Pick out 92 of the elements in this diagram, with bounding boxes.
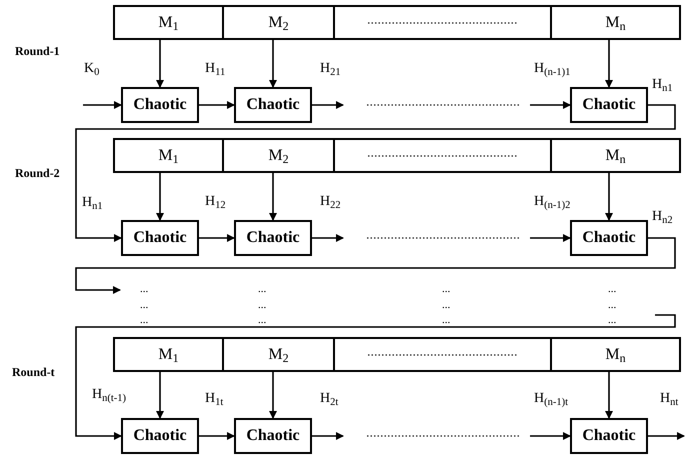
arrow bbox=[75, 314, 676, 440]
arrow bbox=[312, 234, 344, 242]
arrow bbox=[605, 372, 613, 419]
process-box bbox=[121, 418, 199, 454]
arrow bbox=[199, 432, 235, 440]
edge-label: H$_{12}$ bbox=[205, 195, 226, 209]
ellipsis: ... bbox=[258, 315, 266, 326]
round-label: Round-2 bbox=[15, 167, 60, 179]
arrow bbox=[156, 173, 164, 221]
ellipsis: ... bbox=[442, 300, 450, 311]
edge-label: H$_{(n-1)2}$ bbox=[534, 195, 570, 209]
round-label: Round-1 bbox=[15, 45, 60, 57]
edge-label: H$_{21}$ bbox=[320, 62, 341, 76]
message-label: M$_{1}$ bbox=[158, 344, 179, 366]
message-label: M$_{2}$ bbox=[268, 344, 289, 366]
ellipsis: ... bbox=[140, 300, 148, 311]
ellipsis: ... bbox=[608, 300, 616, 311]
edge-label: H$_{nt}$ bbox=[660, 392, 678, 406]
message-label: M$_{2}$ bbox=[268, 146, 289, 168]
arrow bbox=[75, 237, 676, 294]
message-label: M$_{n}$ bbox=[605, 146, 626, 168]
edge-label: H$_{(n-1)t}$ bbox=[534, 392, 568, 406]
arrow bbox=[269, 173, 277, 221]
round-label: Round-t bbox=[12, 366, 55, 378]
ellipsis: ... bbox=[258, 284, 266, 295]
process-label: Chaotic bbox=[246, 95, 300, 115]
process-label: Chaotic bbox=[246, 426, 300, 446]
message-block-cell bbox=[333, 138, 552, 173]
ellipsis: ... bbox=[608, 284, 616, 295]
edge-label: H$_{11}$ bbox=[205, 62, 226, 76]
arrow bbox=[269, 40, 277, 88]
process-label: Chaotic bbox=[582, 95, 636, 115]
arrow bbox=[156, 40, 164, 88]
message-label: M$_{n}$ bbox=[605, 344, 626, 366]
ellipsis: ... bbox=[258, 300, 266, 311]
process-box bbox=[121, 87, 199, 123]
process-box bbox=[570, 87, 648, 123]
process-label: Chaotic bbox=[133, 228, 187, 248]
signal-label: H$_{n1}$ bbox=[82, 196, 103, 210]
ellipsis: ... bbox=[442, 284, 450, 295]
arrow bbox=[199, 101, 235, 109]
arrow bbox=[75, 104, 676, 242]
arrow bbox=[199, 234, 235, 242]
process-box bbox=[121, 220, 199, 256]
message-block-cell bbox=[550, 138, 681, 173]
ellipsis: ... bbox=[140, 284, 148, 295]
message-label: M$_{2}$ bbox=[268, 12, 289, 34]
arrow bbox=[530, 432, 571, 440]
arrow bbox=[530, 234, 571, 242]
process-box bbox=[234, 220, 312, 256]
message-block-cell bbox=[333, 5, 552, 40]
message-block-cell bbox=[113, 138, 224, 173]
edge-label: K$_{0}$ bbox=[84, 62, 100, 76]
message-block-cell bbox=[222, 138, 335, 173]
edge-label: H$_{1t}$ bbox=[205, 392, 224, 406]
arrow bbox=[269, 372, 277, 419]
message-block-cell bbox=[550, 5, 681, 40]
process-box bbox=[234, 418, 312, 454]
arrow bbox=[312, 432, 344, 440]
process-label: Chaotic bbox=[582, 426, 636, 446]
message-label: M$_{n}$ bbox=[605, 12, 626, 34]
edge-label: H$_{n2}$ bbox=[652, 210, 673, 224]
process-box bbox=[570, 220, 648, 256]
arrow bbox=[156, 372, 164, 419]
arrow bbox=[83, 101, 122, 109]
arrow bbox=[648, 432, 685, 440]
process-label: Chaotic bbox=[582, 228, 636, 248]
edge-label: H$_{2t}$ bbox=[320, 392, 338, 406]
message-block-cell bbox=[333, 337, 552, 372]
edge-label: H$_{n1}$ bbox=[652, 78, 673, 92]
arrow bbox=[605, 40, 613, 88]
ellipsis: ... bbox=[140, 315, 148, 326]
ellipsis: ... bbox=[442, 315, 450, 326]
message-block-cell bbox=[222, 337, 335, 372]
message-block-cell bbox=[113, 337, 224, 372]
arrow bbox=[605, 173, 613, 221]
arrow bbox=[530, 101, 571, 109]
message-block-cell bbox=[113, 5, 224, 40]
message-block-cell bbox=[222, 5, 335, 40]
edge-label: H$_{(n-1)1}$ bbox=[534, 62, 570, 76]
process-label: Chaotic bbox=[133, 426, 187, 446]
message-label: M$_{1}$ bbox=[158, 12, 179, 34]
process-box bbox=[234, 87, 312, 123]
ellipsis: ... bbox=[608, 315, 616, 326]
arrow bbox=[312, 101, 344, 109]
message-block-cell bbox=[550, 337, 681, 372]
process-box bbox=[570, 418, 648, 454]
process-label: Chaotic bbox=[246, 228, 300, 248]
message-label: M$_{1}$ bbox=[158, 146, 179, 168]
edge-label: H$_{n(t-1)}$ bbox=[92, 388, 126, 402]
process-label: Chaotic bbox=[133, 95, 187, 115]
edge-label: H$_{22}$ bbox=[320, 195, 341, 209]
